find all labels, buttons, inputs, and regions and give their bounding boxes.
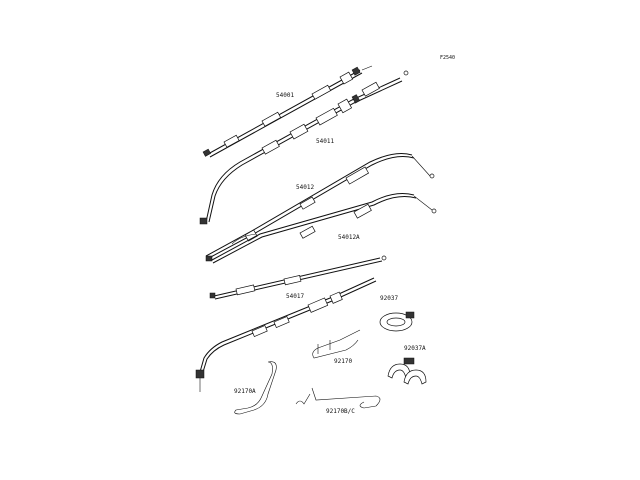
label-92037: 92037 [380,295,398,302]
label-92170BC: 92170B/C [326,408,355,415]
cable-54017[interactable] [195,277,377,392]
cable-54012A[interactable] [205,193,437,264]
clamp-92170A[interactable] [234,361,277,415]
reference-code: F2540 [440,55,455,61]
label-54012A: 54012A [338,234,360,241]
label-92037A: 92037A [404,345,426,352]
cable-54011[interactable] [199,70,409,225]
clamp-92037A[interactable] [387,357,427,385]
label-54012: 54012 [296,184,314,191]
clamp-92037[interactable] [379,311,415,332]
label-54011: 54011 [316,138,334,145]
cable-54012[interactable] [205,153,435,260]
label-92170A: 92170A [234,388,256,395]
clamp-92170BC[interactable] [295,387,381,409]
cable-lower[interactable] [209,255,387,300]
label-54001: 54001 [276,92,294,99]
label-54017: 54017 [286,293,304,300]
cable-54001[interactable] [202,65,373,158]
label-92170: 92170 [334,358,352,365]
clamp-92170[interactable] [312,329,361,359]
